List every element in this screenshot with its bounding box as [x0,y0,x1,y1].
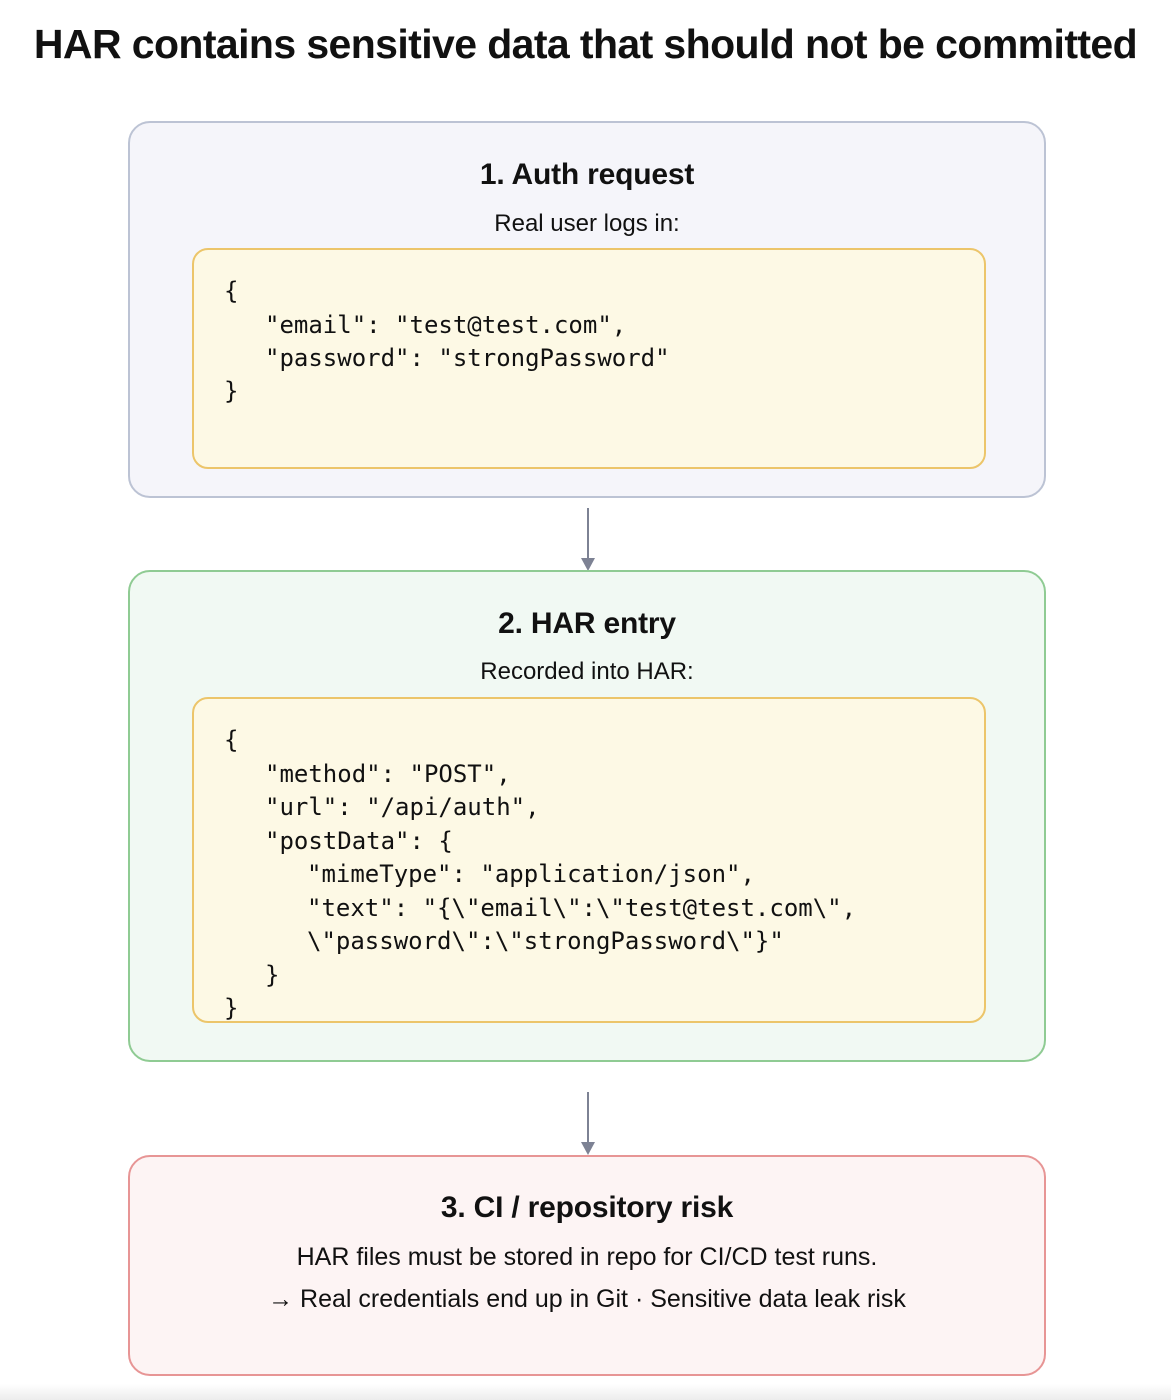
repository-risk-title: 3. CI / repository risk [440,1191,734,1224]
down-arrow-icon [578,1092,598,1156]
down-arrow-icon [578,508,598,572]
repository-risk-line: HAR files must be stored in repo for CI/… [296,1243,878,1271]
auth-request-subtitle: Real user logs in: [494,210,680,237]
code-line: { [224,726,239,754]
code-line: \"password\":\"strongPassword\"}" [307,927,784,955]
code-line: "text": "{\"email\":\"test@test.com\", [307,894,857,922]
code-line: } [265,961,280,989]
har-entry-subtitle: Recorded into HAR: [480,658,694,685]
auth-request-title: 1. Auth request [479,158,695,191]
code-line: "url": "/api/auth", [265,793,540,821]
har-entry-box: 2. HAR entry Recorded into HAR: { "metho… [128,570,1046,1062]
repository-risk-box: 3. CI / repository risk HAR files must b… [128,1155,1046,1376]
page-title: HAR contains sensitive data that should … [33,21,1138,67]
code-line: "method": "POST", [265,760,511,788]
code-line: "password": "strongPassword" [265,344,670,372]
code-line: "email": "test@test.com", [265,311,627,339]
har-entry-code-block: { "method": "POST", "url": "/api/auth", … [192,697,986,1023]
code-line: "mimeType": "application/json", [307,860,755,888]
code-line: } [224,377,239,405]
code-line: "postData": { [265,827,453,855]
code-line: { [224,277,239,305]
bottom-fade [0,1384,1171,1400]
repository-risk-line: → Real credentials end up in Git · Sensi… [268,1285,906,1313]
code-line: } [224,994,239,1022]
har-entry-title: 2. HAR entry [498,607,676,640]
auth-request-code-block: { "email": "test@test.com", "password": … [192,248,986,469]
auth-request-box: 1. Auth request Real user logs in: { "em… [128,121,1046,498]
